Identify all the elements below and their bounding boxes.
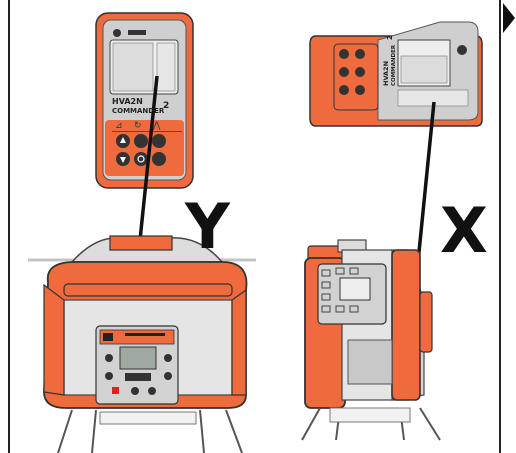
remote-right-model: HVA2N bbox=[382, 61, 390, 86]
key-left-icon: ⊿ bbox=[115, 120, 123, 130]
key-spin-button bbox=[134, 134, 148, 148]
key-power-button bbox=[134, 152, 148, 166]
page-arrow-icon bbox=[503, 3, 515, 33]
key-axis-button bbox=[152, 134, 166, 148]
laser-red-key-icon bbox=[112, 387, 119, 394]
laser-side bbox=[301, 239, 441, 441]
remote-right-led-icon bbox=[457, 45, 467, 55]
laser-head bbox=[109, 235, 173, 251]
key-rotate-icon: ↻ bbox=[134, 120, 142, 130]
laser-front bbox=[28, 235, 256, 453]
key-mute-button bbox=[152, 152, 166, 166]
remote-right-name: COMMANDER bbox=[391, 44, 397, 86]
remote-right: HVA2N COMMANDER 2 bbox=[309, 21, 483, 127]
pointer-line-left bbox=[138, 75, 159, 241]
remote-left-name: COMMANDER bbox=[112, 107, 165, 115]
axis-label-x: X bbox=[440, 194, 488, 267]
remote-left-superscript: 2 bbox=[163, 101, 169, 111]
remote-right-superscript: 2 bbox=[386, 35, 394, 40]
remote-left-model: HVA2N bbox=[112, 97, 143, 106]
laser-display bbox=[119, 346, 157, 370]
key-scan-icon: ⋀ bbox=[152, 120, 161, 130]
axis-label-y: Y bbox=[185, 190, 230, 263]
power-led-icon bbox=[113, 29, 121, 37]
remote-left: HVA2N COMMANDER 2 ⊿ ↻ ⋀ bbox=[95, 12, 194, 189]
